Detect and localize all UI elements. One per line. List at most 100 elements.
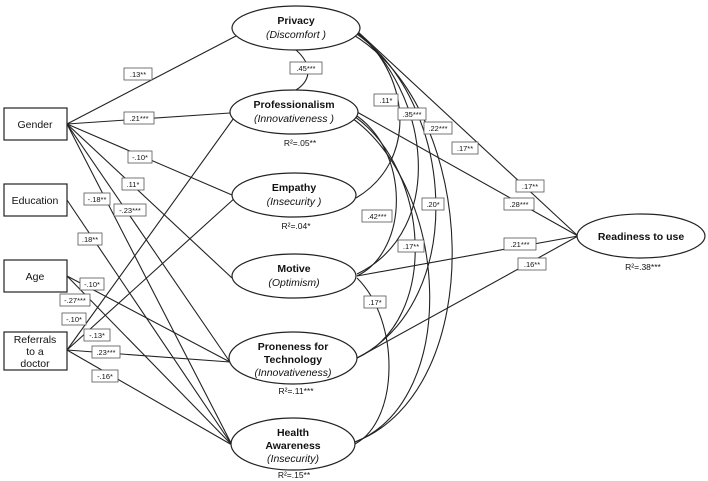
corr-professionalism-health [351, 117, 431, 443]
corr-professionalism-proneness [353, 115, 416, 359]
proneness-subtitle: (Innovativeness) [254, 367, 331, 379]
coef-proneness-readiness: .16** [517, 257, 547, 271]
edge-age-health [66, 275, 233, 446]
empathy-r2: R²=.04* [281, 221, 311, 231]
referrals-label-line1: Referrals [14, 334, 57, 346]
path-edges [66, 27, 579, 446]
coef-gender-motive: .11* [121, 177, 145, 191]
svg-text:.13**: .13** [130, 70, 146, 79]
motive-subtitle: (Optimism) [268, 277, 319, 289]
svg-text:.21***: .21*** [510, 240, 529, 249]
svg-text:.17**: .17** [522, 182, 538, 191]
corr-professionalism-motive [353, 113, 397, 277]
health-title-line2: Awareness [265, 440, 320, 452]
corr-privacy-proneness [353, 31, 437, 359]
coef-age-proneness: -.10* [79, 277, 105, 291]
svg-text:-.10*: -.10* [132, 153, 148, 162]
edge-gender-proneness [66, 123, 231, 363]
privacy-node: Privacy (Discomfort ) [231, 5, 361, 51]
health-r2: R²=.15** [278, 470, 311, 480]
edge-professionalism-readiness [356, 111, 579, 237]
svg-text:.11*: .11* [380, 96, 393, 105]
edge-referrals-empathy [66, 196, 237, 351]
corr-label-8: .17* [363, 295, 387, 309]
coef-professionalism-readiness: .28*** [503, 197, 535, 211]
professionalism-r2: R²=.05** [284, 138, 317, 148]
svg-text:-.10*: -.10* [84, 280, 100, 289]
proneness-title-line2: Technology [264, 354, 322, 366]
svg-text:.17*: .17* [368, 298, 381, 307]
corr-label-2: .35*** [397, 107, 427, 121]
edge-motive-readiness [356, 235, 579, 277]
coef-referrals-health: -.16* [91, 369, 119, 383]
svg-text:.17**: .17** [403, 242, 419, 251]
age-node: Age [3, 259, 68, 293]
edge-gender-health [66, 123, 233, 446]
proneness-r2: R²=.11*** [278, 386, 314, 396]
svg-text:.16**: .16** [524, 260, 540, 269]
referrals-label-line2: to a [26, 346, 44, 358]
edge-referrals-health [66, 349, 233, 446]
readiness-node: Readiness to use R²=.38*** [576, 213, 706, 272]
coef-privacy-professionalism: .45*** [289, 61, 323, 75]
health-node: Health Awareness (Insecurity) R²=.15** [230, 417, 356, 480]
svg-text:.11*: .11* [127, 180, 140, 189]
coef-age-health: -.27*** [59, 293, 91, 307]
svg-text:.18**: .18** [82, 235, 98, 244]
age-label: Age [26, 271, 45, 283]
coef-gender-proneness: -.18** [83, 192, 111, 206]
corr-label-5: .42*** [361, 209, 393, 223]
latent-factors: Privacy (Discomfort ) Professionalism (I… [228, 5, 706, 480]
empathy-node: Empathy (Insecurity ) R²=.04* [231, 172, 357, 231]
coef-gender-professionalism: .21*** [123, 111, 155, 125]
coef-education-health: .18** [77, 232, 103, 246]
gender-node: Gender [3, 107, 68, 141]
svg-text:-.27***: -.27*** [64, 296, 86, 305]
svg-text:.23***: .23*** [96, 348, 115, 357]
health-title-line1: Health [277, 427, 309, 439]
education-node: Education [3, 183, 68, 217]
svg-text:-.13*: -.13* [89, 331, 105, 340]
svg-text:.42***: .42*** [367, 212, 386, 221]
empathy-title: Empathy [272, 182, 317, 194]
edge-proneness-readiness [356, 235, 579, 359]
proneness-node: Proneness for Technology (Innovativeness… [228, 331, 358, 396]
svg-text:-.16*: -.16* [97, 372, 113, 381]
corr-label-3: .22*** [423, 121, 453, 135]
edge-privacy-readiness [355, 29, 579, 237]
coef-referrals-proneness: .23*** [91, 345, 121, 359]
corr-label-7: .17** [397, 239, 425, 253]
svg-text:.17**: .17** [457, 144, 473, 153]
coef-privacy-readiness: .17** [515, 179, 545, 193]
svg-text:-.10*: -.10* [66, 315, 82, 324]
coef-gender-privacy: .13** [123, 67, 153, 81]
motive-node: Motive (Optimism) [231, 253, 357, 299]
referrals-label-line3: doctor [20, 358, 50, 370]
svg-text:.22***: .22*** [428, 124, 447, 133]
empathy-subtitle: (Insecurity ) [267, 196, 322, 208]
education-label: Education [12, 195, 59, 207]
edge-gender-motive [66, 123, 233, 279]
motive-title: Motive [277, 263, 310, 275]
privacy-subtitle: (Discomfort ) [266, 29, 326, 41]
coef-referrals-empathy: -.13* [83, 328, 111, 342]
referrals-node: Referrals to a doctor [3, 331, 68, 371]
readiness-title: Readiness to use [598, 231, 685, 243]
svg-text:.45***: .45*** [296, 64, 315, 73]
corr-label-6: .20* [421, 197, 445, 211]
svg-text:-.18**: -.18** [88, 195, 107, 204]
professionalism-subtitle: (Innovativeness ) [254, 113, 334, 125]
svg-text:.28***: .28*** [509, 200, 528, 209]
svg-text:-.23***: -.23*** [119, 206, 141, 215]
coefficient-labels: .13** .21*** -.10* .11* -.18** -.23*** .… [59, 61, 547, 383]
svg-text:.21***: .21*** [129, 114, 148, 123]
corr-label-4: .17** [451, 141, 479, 155]
coef-motive-readiness: .21*** [503, 237, 537, 251]
edge-referrals-professionalism [66, 114, 237, 351]
coef-gender-empathy: -.10* [127, 150, 153, 164]
coef-referrals-professionalism: -.10* [61, 312, 87, 326]
readiness-r2: R²=.38*** [625, 262, 661, 272]
corr-privacy-health [351, 33, 453, 443]
professionalism-title: Professionalism [253, 99, 334, 111]
privacy-title: Privacy [277, 15, 315, 27]
